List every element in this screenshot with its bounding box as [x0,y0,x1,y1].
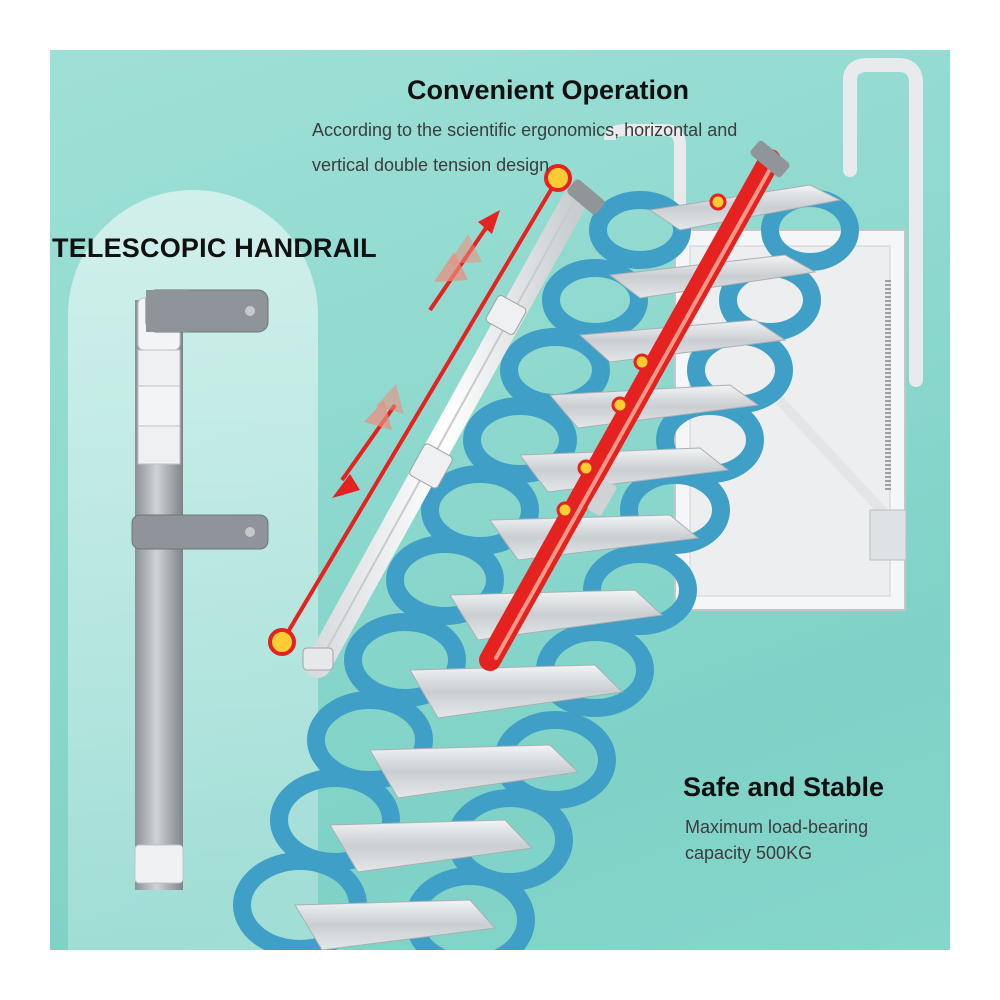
telescopic-handrail-pole-image [131,289,269,890]
convenient-operation-title: Convenient Operation [407,75,690,105]
product-image-frame: TELESCOPIC HANDRAIL Convenient Operation… [50,50,950,950]
red-guide-line [268,164,727,656]
wall-bracket [604,58,923,611]
convenient-operation-description-line2: vertical double tension design [312,155,550,175]
convenient-operation-description-line1: According to the scientific ergonomics, … [312,120,738,140]
white-telescopic-rail [302,179,605,678]
telescopic-handrail-title: TELESCOPIC HANDRAIL [52,233,377,263]
ladder-illustration [131,58,923,950]
safe-and-stable-description-line1: Maximum load-bearing [685,817,869,837]
safe-and-stable-title: Safe and Stable [683,772,885,802]
arrow-up-icon [428,210,500,312]
safe-and-stable-description-line2: capacity 500KG [685,843,813,863]
red-handrail [479,140,790,671]
arrow-down-icon [332,384,404,498]
